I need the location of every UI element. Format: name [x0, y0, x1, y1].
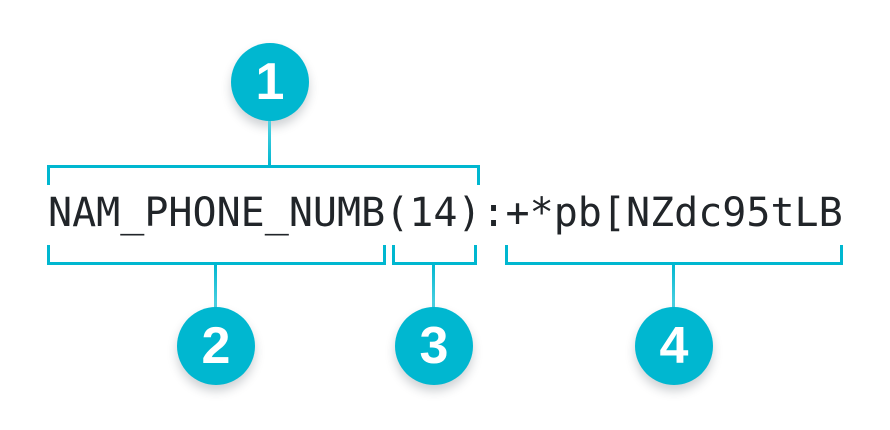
bracket-field-length: [392, 245, 477, 265]
callout-badge-1: 1: [231, 43, 309, 121]
callout-2-connector-line: [214, 264, 217, 308]
bracket-name-with-length: [47, 165, 480, 185]
callout-badge-2: 2: [177, 307, 255, 385]
bracket-field-value: [505, 245, 843, 265]
callout-badge-3: 3: [395, 307, 473, 385]
bracket-field-name: [47, 245, 386, 265]
callout-3-connector-line: [432, 264, 435, 308]
callout-4-connector-line: [672, 264, 675, 308]
code-string: NAM_PHONE_NUMB(14):+*pb[NZdc95tLB: [48, 190, 843, 236]
callout-badge-4: 4: [635, 307, 713, 385]
callout-1-connector-line: [268, 121, 271, 165]
